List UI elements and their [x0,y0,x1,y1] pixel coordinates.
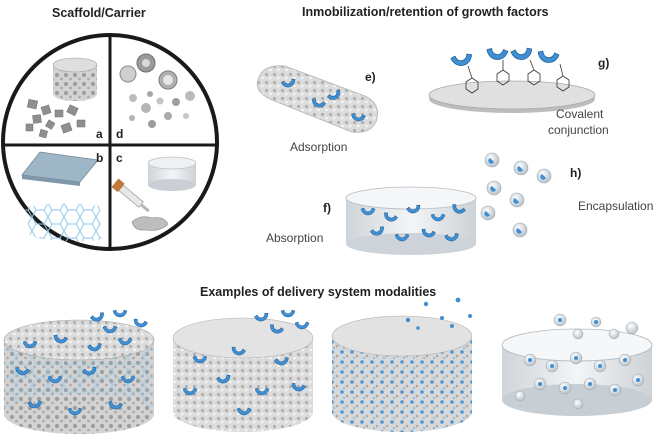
growth-factor-icon [485,47,509,61]
covalent-label-line1: Covalent [556,107,604,121]
delivery-modalities-title: Examples of delivery system modalities [200,285,437,299]
quadrant-d-microspheres [119,53,195,128]
scaffold-carrier-panel [1,33,219,251]
modality-encapsulation-cylinder [501,313,653,416]
growth-factor-icon [536,50,560,65]
quadrant-c-label: c [116,151,123,165]
adsorption-porous-sheet [256,65,378,133]
quadrant-c-hydrogel-syringe [111,156,197,231]
quadrant-b-membrane-mesh [21,151,102,242]
method-h-tag: h) [570,166,582,180]
immobilization-title: Inmobilization/retention of growth facto… [302,5,549,19]
growth-factor-icon [510,47,534,62]
growth-factor-icon [112,309,128,318]
modality-porous-mesh-scaffold [3,309,155,434]
scaffold-carrier-title: Scaffold/Carrier [52,6,146,20]
growth-factor-icon [280,309,296,318]
quadrant-b-label: b [96,151,104,165]
encapsulation-beads [480,152,552,238]
covalent-conjunction-plate [428,47,596,113]
adsorption-label: Adsorption [290,140,348,154]
absorption-label: Absorption [266,231,324,245]
covalent-label-line2: conjunction [548,123,609,137]
method-g-tag: g) [598,56,610,70]
modality-dispersed-particle-scaffold [331,297,473,432]
quadrant-a-porous-scaffold [25,57,98,139]
quadrant-a-label: a [96,127,103,141]
growth-factor-icon [450,52,474,68]
encapsulation-label: Encapsulation [578,199,654,213]
method-f-tag: f) [323,201,331,215]
method-e-tag: e) [365,70,376,84]
modality-porous-scaffold-release [172,309,314,432]
quadrant-d-label: d [116,127,124,141]
absorption-hydrogel-cylinder [345,186,477,255]
